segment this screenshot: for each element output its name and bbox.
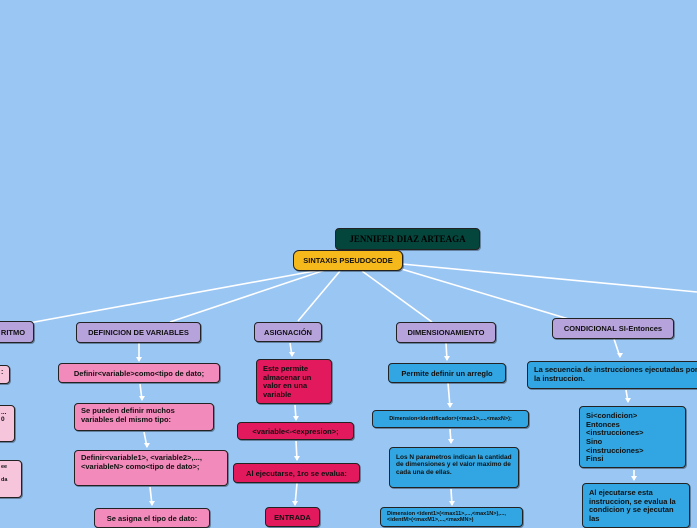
- condicional-item-3[interactable]: Al ejecutarse esta instruccion, se evalu…: [582, 483, 690, 528]
- arrow-asig-2: [293, 416, 299, 421]
- root-connectors: [17, 263, 697, 326]
- arrow-def-4: [149, 501, 155, 506]
- arrow-dim-1: [444, 356, 450, 361]
- branch-asignacion[interactable]: ASIGNACIÓN: [254, 322, 322, 342]
- arrow-def-3: [144, 443, 150, 448]
- definicion-item-4[interactable]: Se asigna el tipo de dato:: [94, 508, 210, 528]
- connector-root-algoritmo: [17, 269, 321, 326]
- asignacion-item-1[interactable]: Este permite almacenar un valor en una v…: [256, 359, 332, 404]
- branch-dimensionamiento[interactable]: DIMENSIONAMIENTO: [396, 322, 496, 343]
- asignacion-item-4[interactable]: ENTRADA: [265, 507, 320, 527]
- connector-root-asignacion: [297, 270, 341, 322]
- algoritmo-item-1[interactable]: :: [0, 365, 10, 384]
- arrow-dim-3: [448, 439, 454, 444]
- connector-root-dimensionamiento: [361, 270, 433, 323]
- arrow-asig-3: [294, 456, 300, 461]
- dimensionamiento-item-2[interactable]: Dimension<identificador>(<max1>,...,<max…: [372, 410, 529, 428]
- asignacion-item-3[interactable]: Al ejecutarse, 1ro se evalua:: [233, 463, 360, 483]
- connector-root-offscreen: [401, 263, 697, 293]
- definicion-item-2[interactable]: Se pueden definir muchos variables del m…: [74, 403, 214, 431]
- arrow-cond-3: [631, 476, 637, 481]
- algoritmo-item-2[interactable]: ... 0: [0, 405, 15, 442]
- root-node[interactable]: SINTAXIS PSEUDOCODE: [293, 250, 403, 271]
- dimensionamiento-item-1[interactable]: Permite definir un arreglo: [388, 363, 506, 383]
- arrow-def-1: [136, 357, 142, 362]
- definicion-item-1[interactable]: Definir<variable>como<tipo de dato;: [58, 363, 220, 383]
- dimensionamiento-item-4[interactable]: Dimension <ident1>(<max11>,...,<max1N>),…: [380, 507, 523, 527]
- arrow-dim-4: [449, 501, 455, 506]
- title-node[interactable]: JENNIFER DIAZ ARTEAGA: [335, 228, 480, 250]
- branch-definicion-variables[interactable]: DEFINICION DE VARIABLES: [76, 322, 201, 343]
- connector-root-definicion: [169, 269, 326, 323]
- arrow-def-2: [139, 396, 145, 401]
- dimensionamiento-item-3[interactable]: Los N parametros indican la cantidad de …: [389, 447, 519, 488]
- arrow-cond-2: [625, 398, 631, 403]
- arrow-dim-2: [447, 403, 453, 408]
- definicion-item-3[interactable]: Definir<variable1>, <variable2>,...,<var…: [74, 450, 228, 486]
- arrow-asig-4: [292, 501, 298, 506]
- connector-root-condicional: [397, 267, 573, 321]
- arrow-cond-1: [617, 353, 623, 358]
- condicional-item-2[interactable]: Si<condicion> Entonces <instrucciones> S…: [579, 406, 686, 468]
- condicional-item-1[interactable]: La secuencia de instrucciones ejecutadas…: [527, 361, 697, 389]
- branch-condicional[interactable]: CONDICIONAL SI-Entonces: [552, 318, 674, 339]
- arrow-asig-1: [289, 352, 295, 357]
- arrow-heads: [136, 352, 637, 506]
- branch-algoritmo[interactable]: RITMO: [0, 321, 34, 343]
- asignacion-item-2[interactable]: <variable<-<expresion>;: [237, 422, 354, 440]
- algoritmo-item-3[interactable]: ee da: [0, 460, 22, 498]
